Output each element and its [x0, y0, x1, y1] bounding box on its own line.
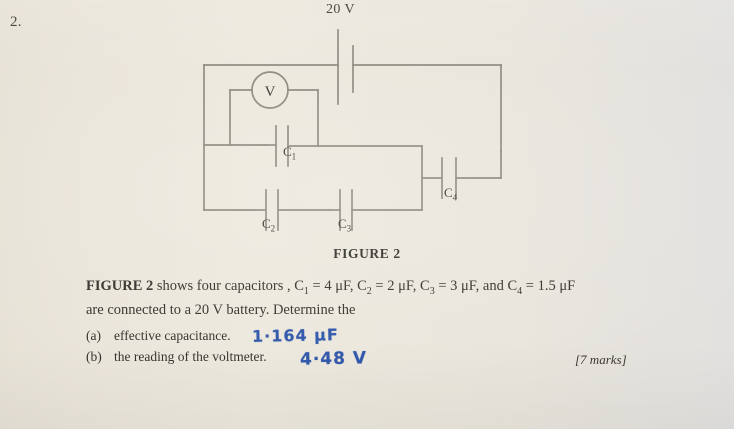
voltmeter-label: V [265, 84, 276, 100]
part-row-a: (a) effective capacitance. [86, 328, 686, 349]
figure-caption: FIGURE 2 [333, 246, 401, 261]
part-b-text: the reading of the voltmeter. [114, 349, 267, 364]
circuit-diagram: V [203, 29, 502, 231]
problem-statement: FIGURE 2 shows four capacitors , C1 = 4 … [86, 278, 576, 318]
part-a-text: effective capacitance. [114, 328, 231, 343]
handwritten-answer-a: 1·164 μF [251, 325, 340, 346]
problem-figure-ref: FIGURE 2 [86, 278, 154, 294]
supply-voltage-label: 20 V [326, 2, 355, 18]
part-row-b: (b) the reading of the voltmeter. [86, 349, 686, 370]
handwritten-answer-b: 4·48 V [299, 348, 368, 370]
part-b-tag: (b) [86, 349, 102, 364]
capacitor-label-c3: C3 [338, 216, 352, 234]
supply-voltage-value: 20 V [326, 2, 355, 17]
capacitor-label-c1: C1 [283, 144, 297, 162]
capacitor-label-c2: C2 [262, 216, 276, 234]
problem-line-2: are connected to a 20 V battery. Determi… [86, 301, 356, 318]
marks-label: [7 marks] [575, 352, 627, 367]
part-a-tag: (a) [86, 328, 101, 343]
question-number: 2. [10, 14, 22, 30]
question-parts: (a) effective capacitance. (b) the reading… [86, 328, 686, 370]
capacitor-label-c4: C4 [444, 185, 458, 203]
